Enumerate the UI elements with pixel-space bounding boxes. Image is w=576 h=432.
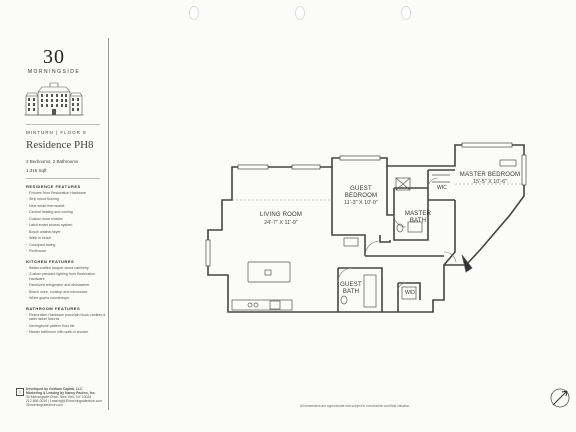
list-item: Custom solar shades	[26, 217, 106, 221]
guest-bath-label-1: GUEST	[340, 282, 362, 288]
guest-bedroom-label-1: GUEST	[350, 186, 372, 192]
square-footage: 1,315 Sqft	[26, 168, 47, 173]
equal-housing-icon: ⌂	[16, 388, 24, 396]
residence-features-title: RESIDENCE FEATURES	[26, 184, 81, 189]
list-item: Walk-in closet	[26, 236, 106, 240]
bathroom-features-list: Restoration Hardware porcelain block van…	[26, 313, 106, 337]
list-item: Herringbone pattern floor tile	[26, 324, 106, 328]
brand-name: MORNINGSIDE	[27, 69, 81, 75]
master-bath-label-2: BATH	[409, 218, 427, 224]
list-item: Nest smart thermostat	[26, 204, 106, 208]
bathroom-features-title: BATHROOM FEATURES	[26, 306, 81, 311]
living-room-dimensions: 24'-7" X 11'-9"	[264, 220, 298, 226]
panel-divider	[108, 38, 109, 410]
kitchen-features-list: Italian-crafted lacquer wood cabinetry C…	[26, 266, 106, 303]
list-item: Central heating and cooling	[26, 210, 106, 214]
unit-building-floor: MINTURN | FLOOR 8	[26, 130, 87, 135]
disclaimer: All dimensions are approximate and subje…	[300, 404, 411, 408]
footer-line: Marketing & Leasing by Nancy Packes, Inc…	[26, 391, 96, 395]
kitchen-features-title: KITCHEN FEATURES	[26, 259, 75, 264]
binder-hole	[401, 6, 411, 20]
footer-line: 212-866-0030 | Leasing@30morningsidedriv…	[26, 399, 103, 403]
living-room-label: LIVING ROOM	[259, 212, 303, 218]
developer-footer: Developed by Gotham Capital, LLC Marketi…	[26, 387, 110, 407]
master-bedroom-label: MASTER BEDROOM	[459, 172, 521, 178]
wic-label: WIC	[437, 185, 447, 191]
north-arrow-icon	[550, 388, 570, 408]
list-item: Bosch oven, cooktop and microwave	[26, 290, 106, 294]
guest-bath-label-2: BATH	[342, 289, 360, 295]
footer-line: 30morningsidedrive.com	[26, 403, 63, 407]
list-item: Custom pendant lighting from Restoration…	[26, 272, 106, 280]
building-illustration-icon	[24, 82, 84, 116]
footer-line: 30 Morningside Drive, New York, NY 10025	[26, 395, 92, 399]
list-item: Strip wood flooring	[26, 197, 106, 201]
list-item: Penthouse	[26, 249, 106, 253]
list-item: Restoration Hardware porcelain block van…	[26, 313, 106, 321]
brand-number: 30	[43, 46, 65, 68]
master-bedroom-dimensions: 15'-5" X 10'-6"	[472, 179, 508, 185]
list-item: Fixtures from Restoration Hardware	[26, 191, 106, 195]
binder-hole	[295, 6, 305, 20]
list-item: Courtyard facing	[26, 243, 106, 247]
list-item: Bosch washer/dryer	[26, 230, 106, 234]
binder-hole	[189, 6, 199, 20]
list-item: Panelized refrigerator and dishwasher	[26, 283, 106, 287]
wd-label: W/D	[405, 290, 415, 296]
master-bath-label-1: MASTER	[404, 211, 432, 217]
info-panel: 30 MORNINGSIDE	[0, 0, 112, 432]
divider	[26, 124, 100, 125]
residence-title: Residence PH8	[26, 139, 94, 151]
residence-features-list: Fixtures from Restoration Hardware Strip…	[26, 191, 106, 256]
footer-line: Developed by Gotham Capital, LLC	[26, 387, 83, 391]
divider	[26, 178, 100, 179]
guest-bedroom-dimensions: 11'-3" X 10'-0"	[344, 200, 378, 206]
beds-baths: 2 Bedrooms, 2 Bathrooms	[26, 159, 79, 164]
list-item: Italian-crafted lacquer wood cabinetry	[26, 266, 106, 270]
list-item: Latch smart access system	[26, 223, 106, 227]
list-item: Master bathroom with walk-in shower	[26, 330, 106, 334]
list-item: White quartz countertops	[26, 296, 106, 300]
guest-bedroom-label-2: BEDROOM	[344, 193, 378, 199]
